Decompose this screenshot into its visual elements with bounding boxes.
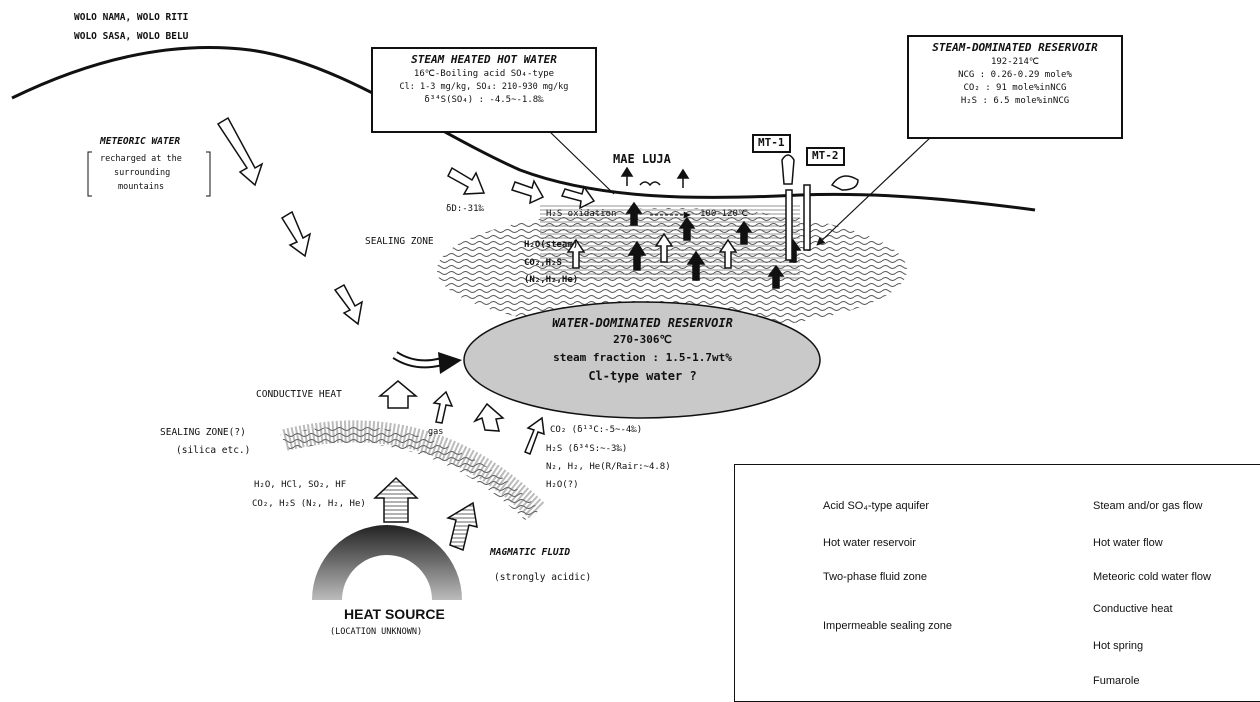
sealing-zone-q-label: SEALING ZONE(?): [160, 428, 246, 439]
strongly-acidic-label: (strongly acidic): [494, 573, 591, 584]
steam-heated-line-2: Cl: 1-3 mg/kg, SO₄: 210-930 mg/kg: [373, 82, 595, 92]
silica-label: (silica etc.): [176, 446, 250, 457]
meteoric-line-2: surrounding: [114, 169, 170, 179]
steam-heated-title: STEAM HEATED HOT WATER: [373, 53, 595, 66]
oxidation-temp-label: 100-120℃: [700, 209, 748, 219]
conductive-heat-label: CONDUCTIVE HEAT: [256, 390, 342, 401]
water-reservoir-temp: 270-306℃: [500, 333, 785, 346]
noble-gas-label: N₂, H₂, He(R/Rair:~4.8): [546, 462, 671, 472]
deuterium-value: δD:-31‰: [446, 204, 484, 214]
co2-isotope-label: CO₂ (δ¹³C:-5~-4‰): [550, 425, 642, 435]
water-reservoir-type: Cl-type water ?: [500, 369, 785, 383]
legend-item-hot-water-flow: Hot water flow: [1093, 537, 1163, 549]
h2s-oxidation-label: H₂S oxidation: [546, 209, 616, 219]
steam-dominated-reservoir-box: STEAM-DOMINATED RESERVOIR 192-214℃ NCG :…: [907, 35, 1123, 139]
water-reservoir-title: WATER-DOMINATED RESERVOIR: [500, 316, 785, 330]
legend-item-meteoric-flow: Meteoric cold water flow: [1093, 571, 1211, 583]
gas-label: gas: [428, 428, 443, 438]
meteoric-water-title: METEORIC WATER: [100, 137, 180, 148]
legend-item-fumarole: Fumarole: [1093, 675, 1139, 687]
steam-heated-hot-water-box: STEAM HEATED HOT WATER 16℃-Boiling acid …: [371, 47, 597, 133]
magmatic-gas-line-1: H₂O, HCl, SO₂, HF: [254, 480, 346, 490]
location-unknown-label: (LOCATION UNKNOWN): [330, 628, 422, 638]
sealing-zone-label: SEALING ZONE: [365, 237, 434, 248]
hot-spring-fumarole-symbols: [622, 168, 688, 188]
heat-source-arc: [312, 525, 462, 600]
water-reservoir-text: WATER-DOMINATED RESERVOIR 270-306℃ steam…: [500, 316, 785, 383]
magmatic-gas-line-2: CO₂, H₂S (N₂, H₂, He): [252, 499, 366, 509]
steam-label: H₂O(steam): [524, 240, 578, 250]
heat-source-label: HEAT SOURCE: [344, 606, 445, 622]
meteoric-line-1: recharged at the: [100, 155, 182, 165]
steam-reservoir-line-1: 192-214℃: [909, 57, 1121, 67]
meteoric-line-3: mountains: [118, 183, 164, 193]
legend-item-sealing-zone: Impermeable sealing zone: [823, 620, 952, 632]
mae-luja-label: MAE LUJA: [613, 153, 671, 167]
legend-box: Acid SO₄-type aquifer Hot water reservoi…: [734, 464, 1260, 702]
area-names-line-2: WOLO SASA, WOLO BELU: [74, 32, 188, 43]
steam-reservoir-title: STEAM-DOMINATED RESERVOIR: [909, 41, 1121, 54]
steam-heated-line-3: δ³⁴S(SO₄) : -4.5~-1.8‰: [373, 95, 595, 105]
steam-heated-callout-line: [548, 130, 614, 194]
steam-heated-line-1: 16℃-Boiling acid SO₄-type: [373, 69, 595, 79]
h2s-isotope-label: H₂S (δ³⁴S:~-3‰): [546, 444, 627, 454]
water-reservoir-steam-fraction: steam fraction : 1.5-1.7wt%: [500, 351, 785, 364]
legend-item-conductive-heat: Conductive heat: [1093, 603, 1173, 615]
steam-reservoir-line-2: NCG : 0.26-0.29 mole%: [909, 70, 1121, 80]
h2o-q-label: H₂O(?): [546, 480, 579, 490]
legend-item-hot-water-reservoir: Hot water reservoir: [823, 537, 916, 549]
magmatic-fluid-label: MAGMATIC FLUID: [490, 548, 570, 559]
gas-label-2: (N₂,H₂,He): [524, 275, 578, 285]
well-mt1-label: MT-1: [752, 134, 791, 153]
legend-item-two-phase-zone: Two-phase fluid zone: [823, 571, 927, 583]
legend-item-hot-spring: Hot spring: [1093, 640, 1143, 652]
area-names-line-1: WOLO NAMA, WOLO RITI: [74, 13, 188, 24]
well-mt2-label: MT-2: [806, 147, 845, 166]
steam-reservoir-line-3: CO₂ : 91 mole%inNCG: [909, 83, 1121, 93]
gas-label-1: CO₂,H₂S: [524, 258, 562, 268]
legend-item-steam-gas-flow: Steam and/or gas flow: [1093, 500, 1202, 512]
steam-reservoir-line-4: H₂S : 6.5 mole%inNCG: [909, 96, 1121, 106]
legend-item-acid-aquifer: Acid SO₄-type aquifer: [823, 500, 929, 512]
